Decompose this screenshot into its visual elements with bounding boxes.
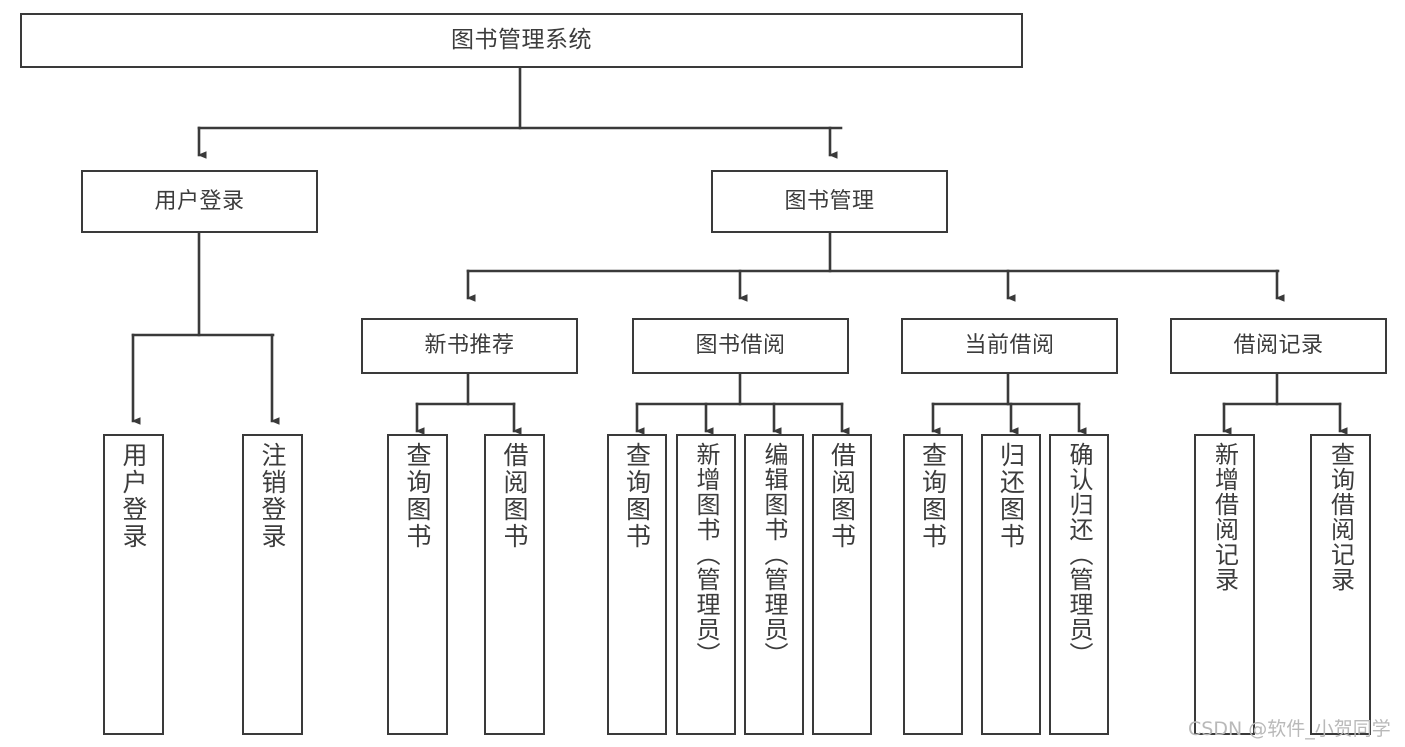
node-leaf-add-book[interactable]: 新增图书（管理员） bbox=[676, 434, 736, 735]
node-book-borrow-label: 图书借阅 bbox=[695, 333, 786, 359]
node-leaf-logout-label: 注销登录 bbox=[258, 442, 287, 550]
node-leaf-logout[interactable]: 注销登录 bbox=[242, 434, 303, 735]
node-current-borrow-label: 当前借阅 bbox=[964, 333, 1055, 359]
node-new-book-rec[interactable]: 新书推荐 bbox=[361, 318, 578, 374]
node-leaf-borrow-book-b[interactable]: 借阅图书 bbox=[812, 434, 872, 735]
node-leaf-add-record-label: 新增借阅记录 bbox=[1210, 442, 1239, 592]
node-leaf-query-book-c-label: 查询图书 bbox=[918, 442, 948, 550]
node-leaf-query-book-a[interactable]: 查询图书 bbox=[387, 434, 448, 735]
node-borrow-record-label: 借阅记录 bbox=[1233, 333, 1324, 359]
node-leaf-query-record[interactable]: 查询借阅记录 bbox=[1310, 434, 1371, 735]
node-leaf-query-book-c[interactable]: 查询图书 bbox=[903, 434, 963, 735]
node-leaf-borrow-book-a[interactable]: 借阅图书 bbox=[484, 434, 545, 735]
node-user-login[interactable]: 用户登录 bbox=[81, 170, 318, 233]
node-leaf-add-record[interactable]: 新增借阅记录 bbox=[1194, 434, 1255, 735]
node-leaf-return-book[interactable]: 归还图书 bbox=[981, 434, 1041, 735]
node-leaf-add-book-label: 新增图书（管理员） bbox=[692, 442, 720, 667]
node-leaf-edit-book[interactable]: 编辑图书（管理员） bbox=[744, 434, 804, 735]
node-leaf-query-book-b-label: 查询图书 bbox=[622, 442, 652, 550]
node-new-book-rec-label: 新书推荐 bbox=[424, 333, 515, 359]
node-leaf-user-login-label: 用户登录 bbox=[119, 442, 148, 550]
node-book-manage-label: 图书管理 bbox=[784, 188, 875, 214]
node-leaf-borrow-book-a-label: 借阅图书 bbox=[500, 442, 529, 550]
node-leaf-user-login[interactable]: 用户登录 bbox=[103, 434, 164, 735]
node-leaf-query-book-a-label: 查询图书 bbox=[403, 442, 432, 550]
node-book-manage[interactable]: 图书管理 bbox=[711, 170, 948, 233]
node-leaf-edit-book-label: 编辑图书（管理员） bbox=[760, 442, 788, 667]
node-leaf-confirm-return-label: 确认归还（管理员） bbox=[1065, 442, 1093, 667]
node-book-borrow[interactable]: 图书借阅 bbox=[632, 318, 849, 374]
node-current-borrow[interactable]: 当前借阅 bbox=[901, 318, 1118, 374]
node-user-login-label: 用户登录 bbox=[154, 188, 245, 214]
watermark: CSDN @软件_小贺同学 bbox=[1188, 718, 1391, 740]
node-root[interactable]: 图书管理系统 bbox=[20, 13, 1023, 68]
node-leaf-query-book-b[interactable]: 查询图书 bbox=[607, 434, 667, 735]
node-root-label: 图书管理系统 bbox=[451, 26, 592, 53]
node-leaf-return-book-label: 归还图书 bbox=[996, 442, 1026, 550]
node-borrow-record[interactable]: 借阅记录 bbox=[1170, 318, 1387, 374]
node-leaf-query-record-label: 查询借阅记录 bbox=[1326, 442, 1355, 592]
node-leaf-confirm-return[interactable]: 确认归还（管理员） bbox=[1049, 434, 1109, 735]
node-leaf-borrow-book-b-label: 借阅图书 bbox=[827, 442, 857, 550]
